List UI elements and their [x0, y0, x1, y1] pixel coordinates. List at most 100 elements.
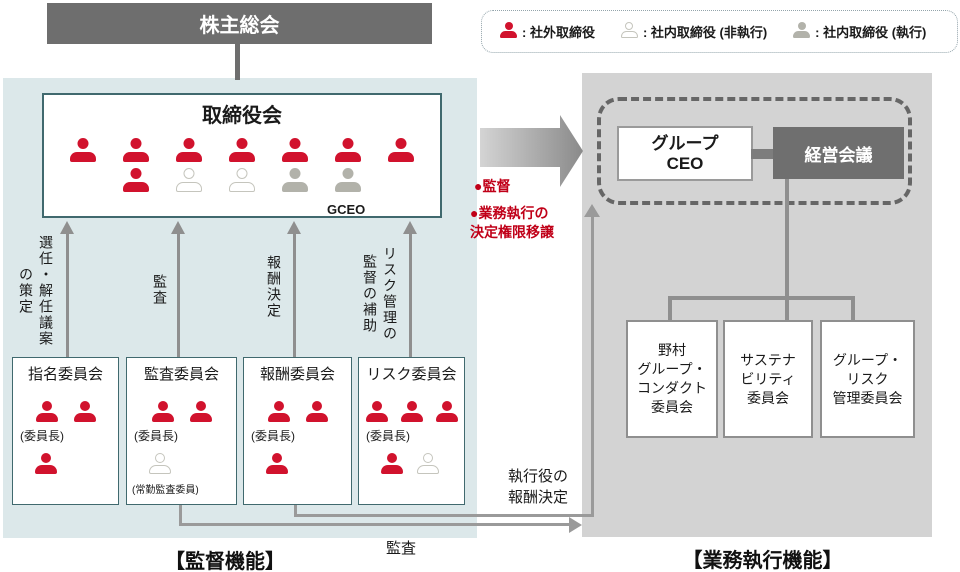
- compensation-arrow-line: [293, 233, 296, 357]
- committee-members-row2: [35, 453, 57, 474]
- ceo-meeting-connector: [751, 149, 775, 159]
- conduct-committee-box: 野村 グループ・ コンダクト 委員会: [626, 320, 718, 438]
- member-icon-red: [73, 401, 96, 422]
- gceo-label: GCEO: [327, 202, 366, 217]
- delegation-arrow: [480, 115, 583, 187]
- board-of-directors-box: 取締役会 GCEO: [42, 93, 442, 218]
- member-icon-red: [305, 401, 328, 422]
- member-icon-red: [70, 138, 96, 162]
- nomination-arrow-line: [66, 233, 69, 357]
- member-icon-red: [500, 22, 517, 38]
- nomination-arrowhead: [60, 221, 74, 234]
- nomination-arrow-label: 選任・解任議案 の策定: [18, 235, 54, 347]
- member-icon-red: [35, 401, 58, 422]
- member-icon-outline: [176, 168, 202, 192]
- shareholders-meeting-box: 株主総会: [47, 3, 432, 44]
- member-icon-outline: [229, 168, 255, 192]
- sustainability-committee-box: サステナ ビリティ 委員会: [723, 320, 813, 438]
- exec-comp-path-v1: [294, 505, 297, 517]
- member-icon-gray: [335, 168, 361, 192]
- exec-comp-path-h: [294, 514, 593, 517]
- member-icon-red: [151, 401, 174, 422]
- nomination-committee-box: 指名委員会 (委員長): [12, 357, 119, 505]
- chairperson-note: (委員長): [251, 429, 295, 443]
- group-ceo-box: グループ CEO: [617, 126, 753, 181]
- supervisory-function-footer: 【監督機能】: [165, 551, 285, 572]
- connector-drop-left: [668, 296, 672, 322]
- audit-path-h: [179, 523, 571, 526]
- risk-committee-title: リスク委員会: [366, 366, 457, 383]
- supervision-note: ●監督: [474, 178, 511, 194]
- audit-arrowhead: [171, 221, 185, 234]
- member-icon-red: [229, 138, 255, 162]
- audit-arrow-line: [177, 233, 180, 357]
- meeting-committees-hline: [668, 296, 855, 300]
- shareholders-meeting-label: 株主総会: [199, 15, 280, 37]
- audit-committee-box: 監査委員会 (委員長) (常勤監査委員): [126, 357, 237, 505]
- board-members-row2: [44, 168, 440, 192]
- chairperson-note: (委員長): [366, 429, 410, 443]
- conduct-committee-label: 野村 グループ・ コンダクト 委員会: [637, 342, 707, 415]
- nomination-committee-title: 指名委員会: [27, 366, 103, 383]
- committee-members-row2: [266, 453, 288, 474]
- legend-item-inside-director-nonexec: : 社内取締役 (非執行): [620, 22, 767, 41]
- inside-director-nonexec-icon: [620, 22, 638, 41]
- member-icon-red: [335, 138, 361, 162]
- fulltime-audit-member-note: (常勤監査委員): [132, 485, 199, 496]
- member-icon-red: [123, 168, 149, 192]
- committee-members-row1: [127, 401, 236, 422]
- connector-drop-right: [851, 296, 855, 322]
- committee-members-row1: [244, 401, 351, 422]
- group-risk-committee-box: グループ・ リスク 管理委員会: [820, 320, 915, 438]
- compensation-arrowhead: [287, 221, 301, 234]
- sustainability-committee-label: サステナ ビリティ 委員会: [740, 351, 796, 406]
- committee-members-row1: [13, 401, 118, 422]
- management-meeting-box: 経営会議: [773, 127, 904, 179]
- member-icon-red: [400, 401, 423, 422]
- member-icon-gray: [793, 22, 811, 38]
- delegation-note: ●業務執行の 決定権限移譲: [470, 205, 554, 240]
- audit-bottom-label: 監査: [386, 540, 417, 557]
- board-members-row1: [44, 138, 440, 162]
- member-icon-red: [267, 401, 290, 422]
- risk-committee-box: リスク委員会 (委員長): [358, 357, 465, 505]
- audit-path-arrowhead: [569, 517, 582, 533]
- member-icon-red: [123, 138, 149, 162]
- exec-comp-path-v2: [591, 216, 594, 517]
- member-icon-red: [176, 138, 202, 162]
- legend-item-inside-director-exec: : 社内取締役 (執行): [793, 22, 926, 41]
- member-icon-red: [435, 401, 458, 422]
- member-icon-red: [35, 453, 57, 474]
- legend-label: : 社外取締役: [522, 25, 595, 40]
- execution-function-footer: 【業務執行機能】: [682, 550, 843, 572]
- legend: : 社外取締役 : 社内取締役 (非執行) : 社内取締役 (執行): [481, 10, 958, 53]
- committee-members-row2: [381, 453, 439, 474]
- audit-committee-title: 監査委員会: [143, 366, 219, 383]
- member-icon-outline: [417, 453, 439, 474]
- member-icon-red: [189, 401, 212, 422]
- member-icon-gray: [282, 168, 308, 192]
- member-icon-red: [282, 138, 308, 162]
- compensation-arrow-label: 報酬決定: [266, 255, 282, 319]
- member-icon-outline: [620, 22, 638, 38]
- shareholders-board-connector: [235, 44, 240, 80]
- audit-path-v: [179, 505, 182, 526]
- risk-arrow-line: [409, 233, 412, 357]
- member-icon-red: [381, 453, 403, 474]
- compensation-committee-box: 報酬委員会 (委員長): [243, 357, 352, 505]
- chairperson-note: (委員長): [20, 429, 64, 443]
- inside-director-exec-icon: [793, 22, 811, 41]
- outside-director-icon: [500, 22, 517, 41]
- legend-label: : 社内取締役 (執行): [815, 25, 927, 40]
- committee-members-row1: [359, 401, 464, 422]
- risk-arrowhead: [403, 221, 417, 234]
- board-of-directors-title: 取締役会: [202, 105, 282, 127]
- exec-compensation-label: 執行役の 報酬決定: [507, 468, 568, 506]
- compensation-committee-title: 報酬委員会: [259, 366, 335, 383]
- committee-members-row2: [149, 453, 171, 474]
- legend-item-outside-director: : 社外取締役: [500, 22, 595, 41]
- audit-arrow-label: 監査: [152, 273, 168, 306]
- chairperson-note: (委員長): [134, 429, 178, 443]
- member-icon-red: [388, 138, 414, 162]
